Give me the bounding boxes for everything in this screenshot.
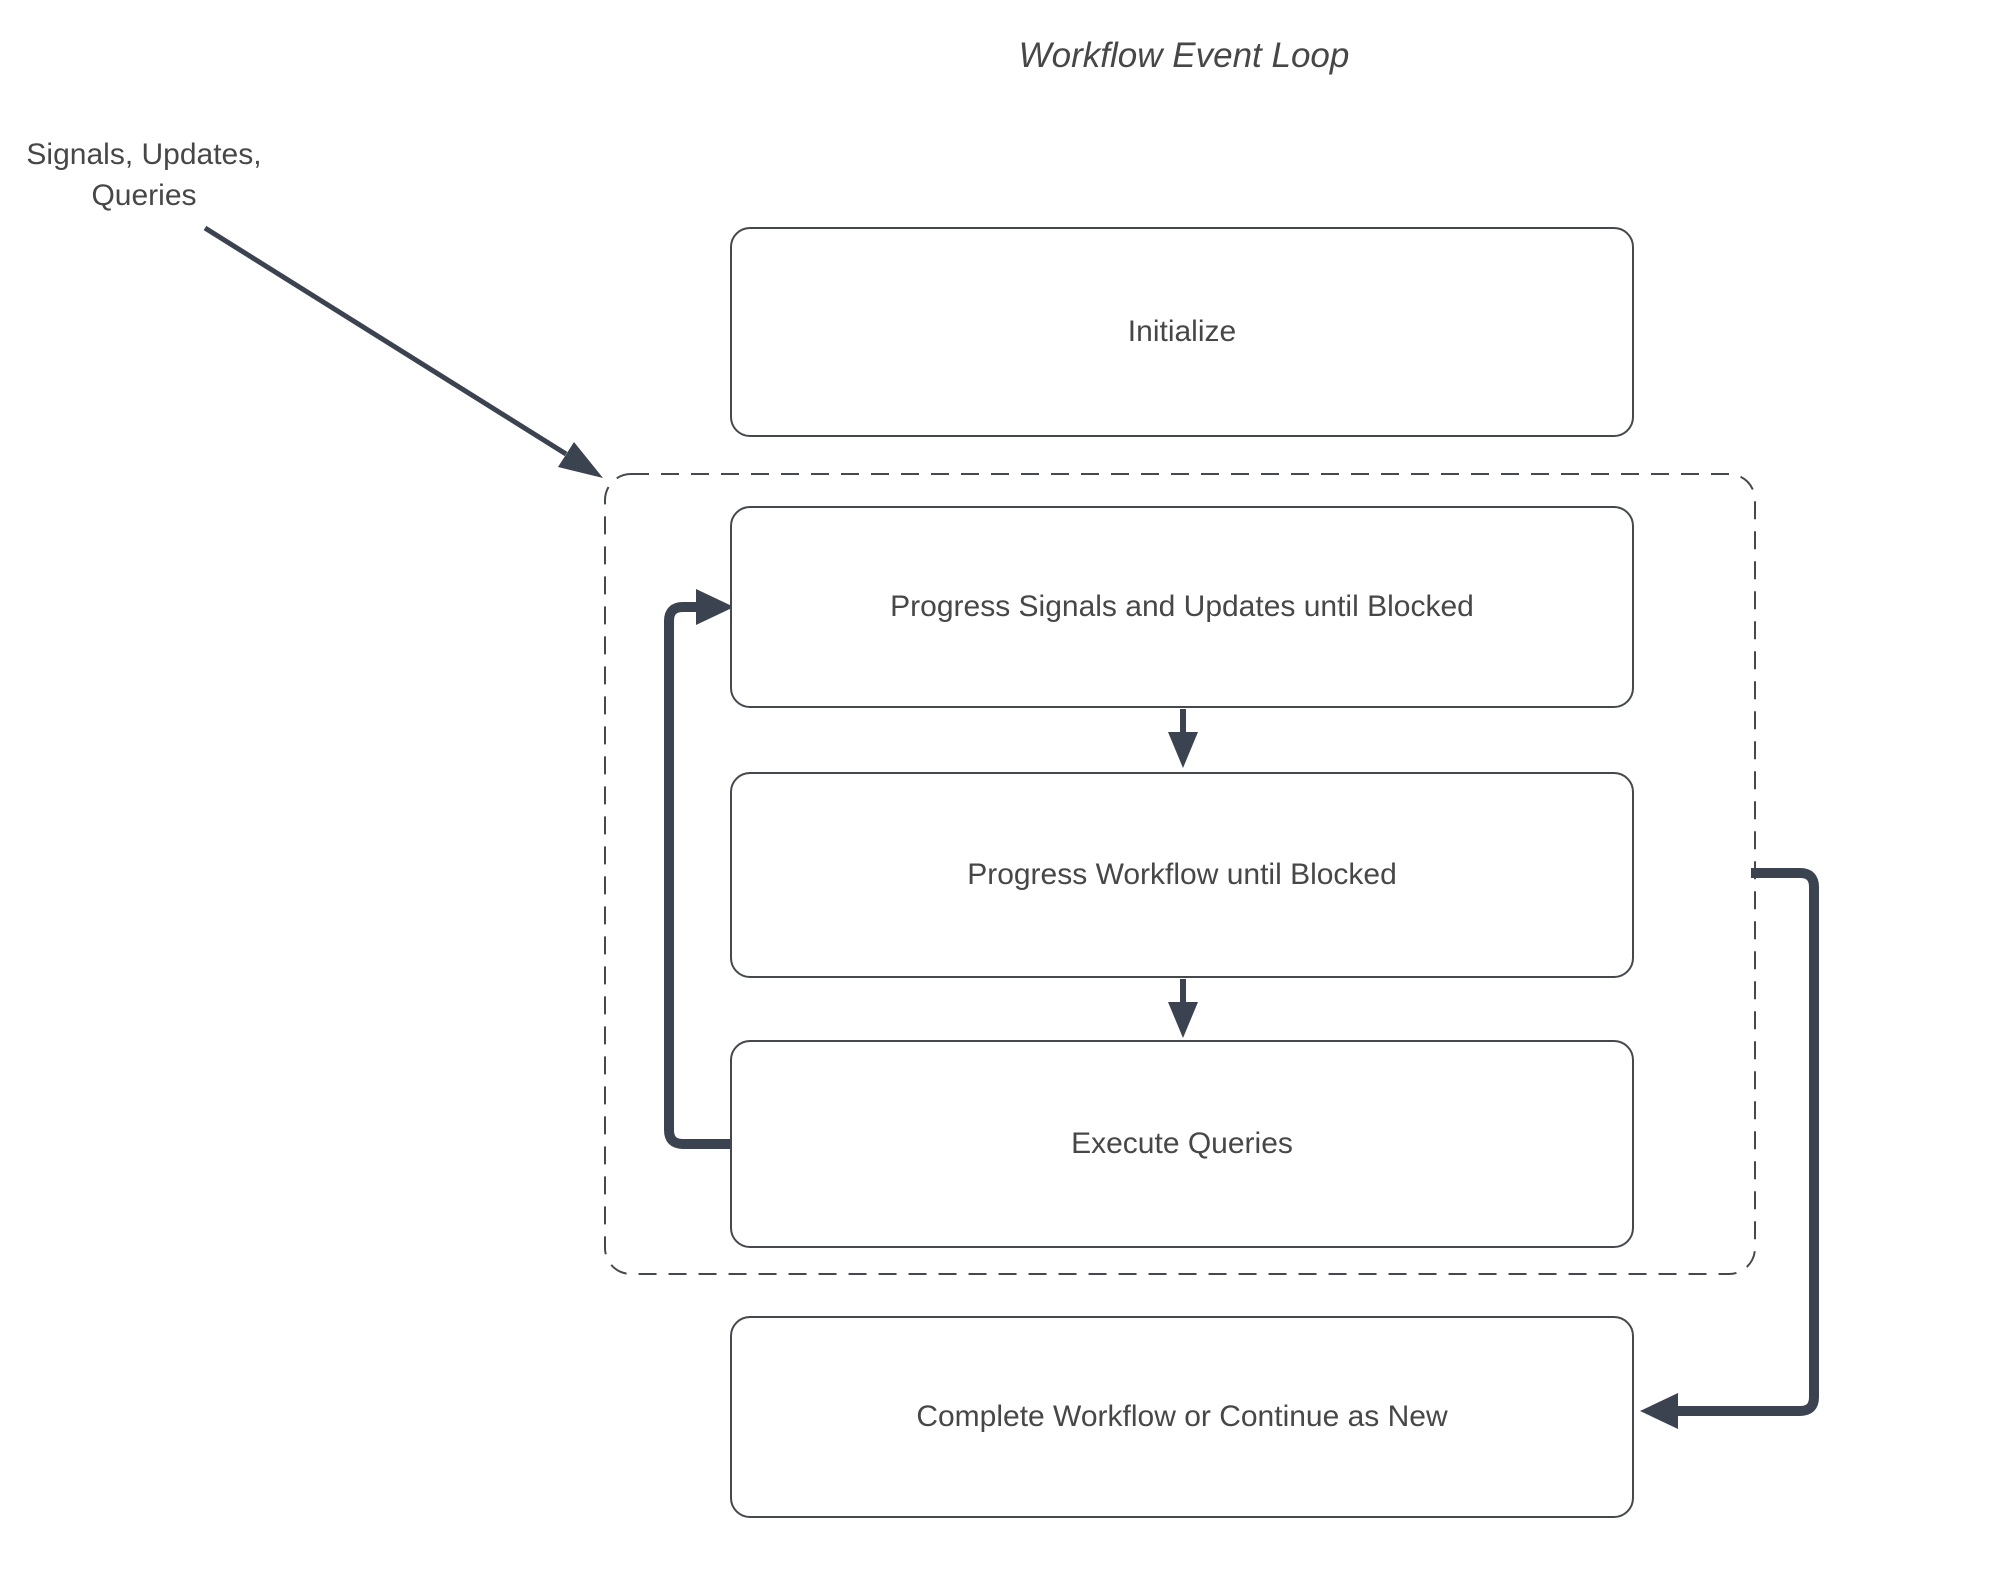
node-progress-signals: Progress Signals and Updates until Block… (730, 506, 1634, 708)
diagram-title: Workflow Event Loop (1018, 36, 1350, 75)
node-initialize-label: Initialize (1127, 315, 1237, 348)
loop-back-arrow (664, 589, 735, 1149)
node-complete-label: Complete Workflow or Continue as New (916, 1400, 1448, 1433)
node-progress-workflow-label: Progress Workflow until Blocked (967, 858, 1397, 891)
node-execute-queries: Execute Queries (730, 1040, 1634, 1248)
connector-signals-to-workflow (1168, 709, 1198, 768)
node-initialize: Initialize (730, 227, 1634, 437)
node-progress-workflow: Progress Workflow until Blocked (730, 772, 1634, 978)
connector-workflow-to-queries (1168, 979, 1198, 1038)
continue-arrow (1640, 868, 1819, 1429)
input-sources-label: Signals, Updates, Queries (26, 138, 262, 212)
node-progress-signals-label: Progress Signals and Updates until Block… (890, 590, 1474, 623)
node-complete: Complete Workflow or Continue as New (730, 1316, 1634, 1518)
input-arrow (203, 225, 603, 478)
node-execute-queries-label: Execute Queries (1071, 1127, 1293, 1160)
